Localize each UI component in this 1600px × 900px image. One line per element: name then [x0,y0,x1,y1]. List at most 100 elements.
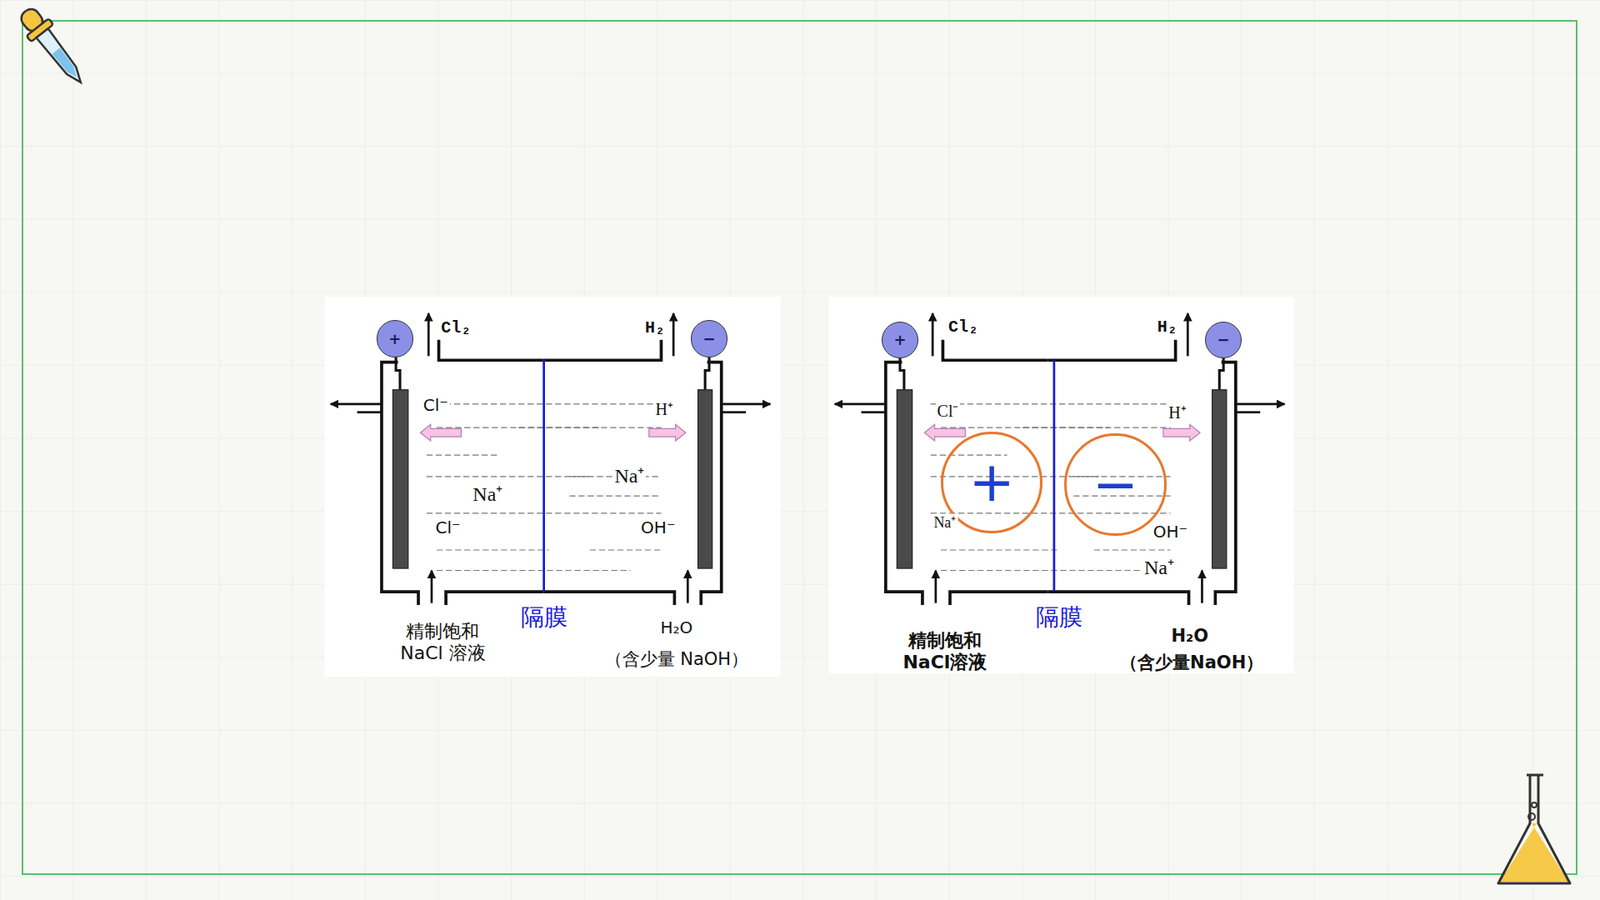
electrolytic-cell [324,296,780,677]
electrode-terminal: − [1205,321,1242,359]
charge-sign: − [1092,457,1139,513]
ion-label: OH⁻ [1151,521,1190,541]
membrane-label: 隔膜 [519,604,570,631]
migration-arrow [924,424,965,441]
solution-level-line [940,570,1140,571]
anode-wire [900,357,905,390]
cell-wall [381,362,419,605]
electrolytic-cell [828,296,1294,674]
flask-bubble [1528,813,1535,820]
brine-inlet-arrow [935,570,938,603]
chlorine-outlet-arrow [427,313,430,356]
charge-circle: − [1064,433,1166,535]
solution-level-line [1094,549,1171,550]
inlet-note: （含少量NaOH） [1118,652,1265,673]
ion-label: OH⁻ [639,518,677,538]
anolyte-outlet-arrow [330,403,382,406]
ion-label: H⁺ [653,400,675,420]
ion-label: Na⁺ [931,514,958,532]
ion-label: Cl⁻ [421,395,450,415]
outlet-pipe [357,410,382,414]
anolyte-outlet-arrow [835,403,886,406]
anode-rod [896,390,912,569]
outlet-pipe [1235,410,1260,414]
hydrogen-outlet-arrow [672,313,675,356]
cathode-rod [698,390,713,569]
water-inlet-arrow [1200,570,1204,603]
solution-level-line [436,549,550,550]
anode-rod [392,390,408,569]
cathode-side [1048,313,1285,605]
membrane-line [542,360,545,591]
chlorine-outlet-arrow [931,313,935,356]
ion-label: Na⁺ [470,483,505,507]
electrode-terminal: + [376,320,414,357]
gas-formula: H₂ [1155,316,1180,336]
solution-level-line [930,403,1171,405]
cathode-rod [1212,390,1227,569]
catholyte-outlet-arrow [1235,403,1285,406]
dropper-icon [14,2,92,91]
inlet-label: H₂O [658,618,695,638]
cell-panel [324,296,780,677]
inlet-note: （含少量 NaOH） [603,649,751,670]
flask-liquid [1500,823,1569,882]
cell-lid [544,340,662,360]
solution-level-line [590,549,662,550]
polarity-sign: + [388,331,401,347]
cell-lid [1048,340,1176,360]
cathode-wire [1219,357,1224,390]
cell-panel [828,296,1294,674]
outlet-pipe [721,410,746,414]
ion-label: Cl⁻ [935,401,961,421]
solution-level-line [518,426,661,428]
charge-sign: + [969,455,1015,510]
brine-inlet-arrow [430,570,434,603]
outlet-pipe [860,410,885,414]
ion-label: Na⁺ [613,465,647,489]
solution-level-line [569,495,661,496]
hydrogen-outlet-arrow [1186,313,1190,356]
anode-wire [395,357,400,390]
migration-arrow [420,424,461,441]
flask-bubble [1531,802,1537,808]
polarity-sign: − [1217,332,1230,348]
migration-arrow [1163,424,1200,441]
cell-lid [942,340,1048,360]
catholyte-outlet-arrow [721,403,771,406]
gas-formula: Cl₂ [439,318,473,338]
solution-level-line [426,475,590,477]
gas-formula: H₂ [643,318,667,338]
solution-level-line [426,455,499,456]
dropper-liquid [52,47,81,80]
solution-level-line [940,549,1059,550]
polarity-sign: + [893,332,906,348]
membrane-line [1053,360,1056,591]
polarity-sign: − [702,331,715,347]
water-inlet-arrow [686,570,690,603]
ion-label: Cl⁻ [434,518,463,538]
membrane-label: 隔膜 [1034,604,1085,631]
ion-label: H⁺ [1166,402,1188,422]
ion-label: Na⁺ [1142,556,1176,580]
cell-bottom [950,591,1049,605]
flask-icon [1498,775,1570,884]
migration-arrow [649,424,686,441]
electrode-terminal: + [881,321,919,359]
solution-level-line [930,512,1171,514]
cell-wall [885,362,923,605]
cathode-side [544,313,771,605]
inlet-label: 精制饱和 NaCl溶液 [889,630,1001,673]
cell-lid [439,340,545,360]
solution-level-line [1022,426,1171,428]
slide-frame [22,20,1577,875]
electrode-terminal: − [690,320,728,357]
inlet-label: H₂O [1169,625,1210,646]
dropper-tube [36,28,87,87]
cathode-wire [705,357,710,390]
